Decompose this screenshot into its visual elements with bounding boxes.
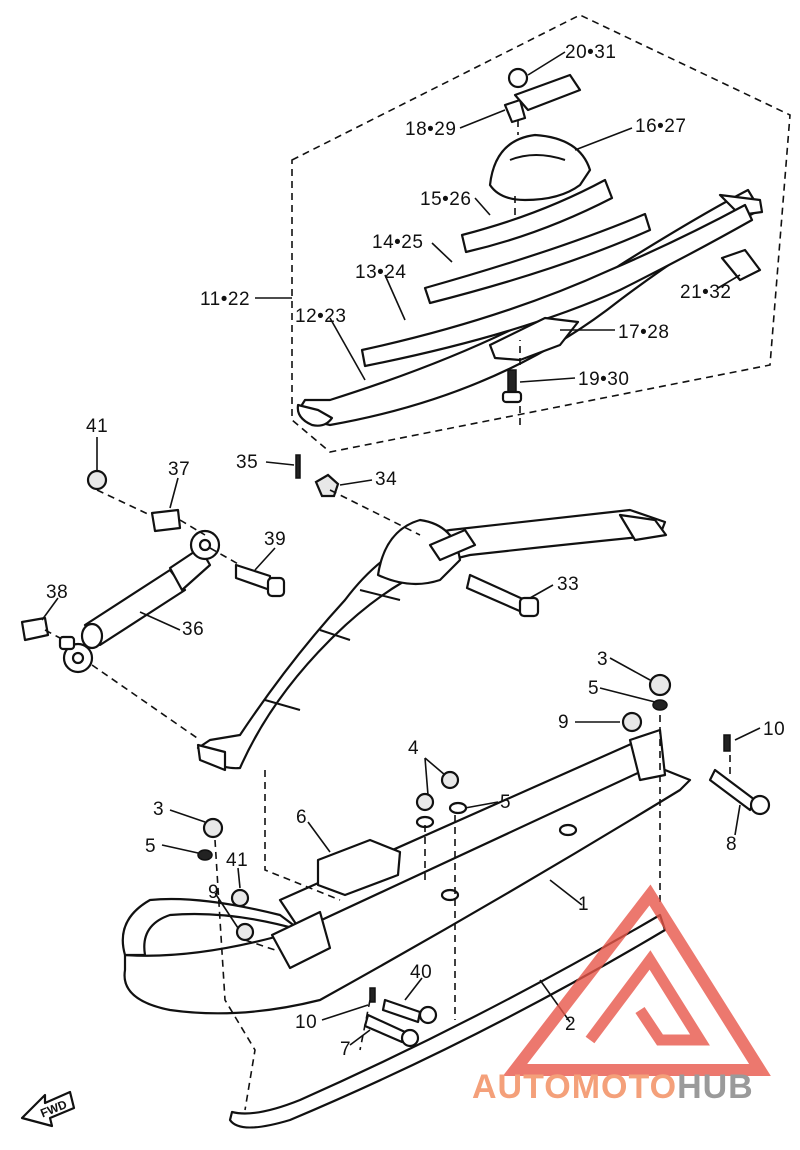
label-10-left: 10 xyxy=(295,1012,317,1033)
label-5-center: 5 xyxy=(500,792,511,813)
watermark-logo xyxy=(502,884,771,1076)
bolt-10-b xyxy=(369,987,376,1003)
label-6: 6 xyxy=(296,807,307,828)
label-5-left: 5 xyxy=(145,836,156,857)
label-9-left: 9 xyxy=(208,882,219,903)
label-12-23: 12•23 xyxy=(295,306,346,327)
watermark-part1: AUTOMOTO xyxy=(472,1068,677,1106)
part-labels: 20•31 18•29 16•27 15•26 14•25 13•24 11•2… xyxy=(46,42,785,1060)
forward-arrow: FWD xyxy=(20,1090,76,1128)
label-13-24: 13•24 xyxy=(355,262,406,283)
assembled-leaf-spring xyxy=(196,508,668,772)
label-2: 2 xyxy=(565,1014,576,1035)
label-40: 40 xyxy=(410,962,432,983)
leaf-spring-detail xyxy=(296,67,764,427)
label-38: 38 xyxy=(46,582,68,603)
watermark-part2: HUB xyxy=(677,1068,754,1106)
washer-5 xyxy=(197,849,213,861)
washer-9-b xyxy=(621,711,643,733)
washer-9 xyxy=(235,922,255,942)
label-8: 8 xyxy=(726,834,737,855)
nut-20-31 xyxy=(507,67,529,89)
label-37: 37 xyxy=(168,459,190,480)
label-19-30: 19•30 xyxy=(578,369,629,390)
bolt-7 xyxy=(363,1013,407,1044)
label-39: 39 xyxy=(264,529,286,550)
label-17-28: 17•28 xyxy=(618,322,669,343)
bracket-6 xyxy=(316,838,402,897)
collar-37 xyxy=(150,508,182,533)
label-41: 41 xyxy=(86,416,108,437)
bolt-35 xyxy=(295,454,301,479)
nut-41-b xyxy=(230,888,250,908)
label-18-29: 18•29 xyxy=(405,119,456,140)
bolt-33 xyxy=(465,573,527,614)
assembly-lines xyxy=(44,120,731,1111)
label-20-31: 20•31 xyxy=(565,42,616,63)
leaf-13-24 xyxy=(360,203,754,368)
label-34: 34 xyxy=(375,469,397,490)
label-10-right: 10 xyxy=(763,719,785,740)
watermark-text: AUTOMOTOHUB xyxy=(472,1068,754,1106)
label-15-26: 15•26 xyxy=(420,189,471,210)
label-3-right: 3 xyxy=(597,649,608,670)
bolt-10 xyxy=(723,734,731,752)
label-41-left: 41 xyxy=(226,850,248,871)
label-5-right: 5 xyxy=(588,678,599,699)
ski-loop xyxy=(121,897,302,957)
leader-lines xyxy=(41,51,761,1046)
label-14-25: 14•25 xyxy=(372,232,423,253)
label-11-22: 11•22 xyxy=(200,289,250,310)
nut-4-a xyxy=(440,770,460,790)
logo-inner xyxy=(585,950,710,1046)
nut-3 xyxy=(202,817,224,839)
bolt-40 xyxy=(381,998,422,1024)
pad-17-28 xyxy=(488,316,580,362)
nut-4-b xyxy=(415,792,435,812)
label-16-27: 16•27 xyxy=(635,116,686,137)
clamp-18-29 xyxy=(503,98,527,124)
label-21-32: 21•32 xyxy=(680,282,731,303)
label-7: 7 xyxy=(340,1039,351,1060)
nut-3-b xyxy=(648,673,672,697)
leaf-15-26 xyxy=(460,178,614,254)
leaf-14-25 xyxy=(423,212,652,305)
collar-38 xyxy=(20,616,50,642)
shock-absorber xyxy=(58,529,221,674)
bolt-39 xyxy=(234,563,272,592)
label-33: 33 xyxy=(557,574,579,595)
logo-triangle xyxy=(502,884,771,1076)
label-36: 36 xyxy=(182,619,204,640)
bolt-19-30 xyxy=(507,369,517,393)
label-9-right: 9 xyxy=(558,712,569,733)
label-4: 4 xyxy=(408,738,419,759)
washer-5-b xyxy=(652,699,668,711)
detail-enclosure xyxy=(291,14,791,453)
plate-20-31 xyxy=(513,73,582,112)
bushing-21-32 xyxy=(720,248,762,282)
label-1: 1 xyxy=(578,894,589,915)
bolt-8 xyxy=(708,768,757,812)
spring-saddle xyxy=(376,518,462,586)
label-35: 35 xyxy=(236,452,258,473)
saddle-16-27 xyxy=(488,133,592,202)
label-3-left: 3 xyxy=(153,799,164,820)
nut-41 xyxy=(86,469,108,491)
